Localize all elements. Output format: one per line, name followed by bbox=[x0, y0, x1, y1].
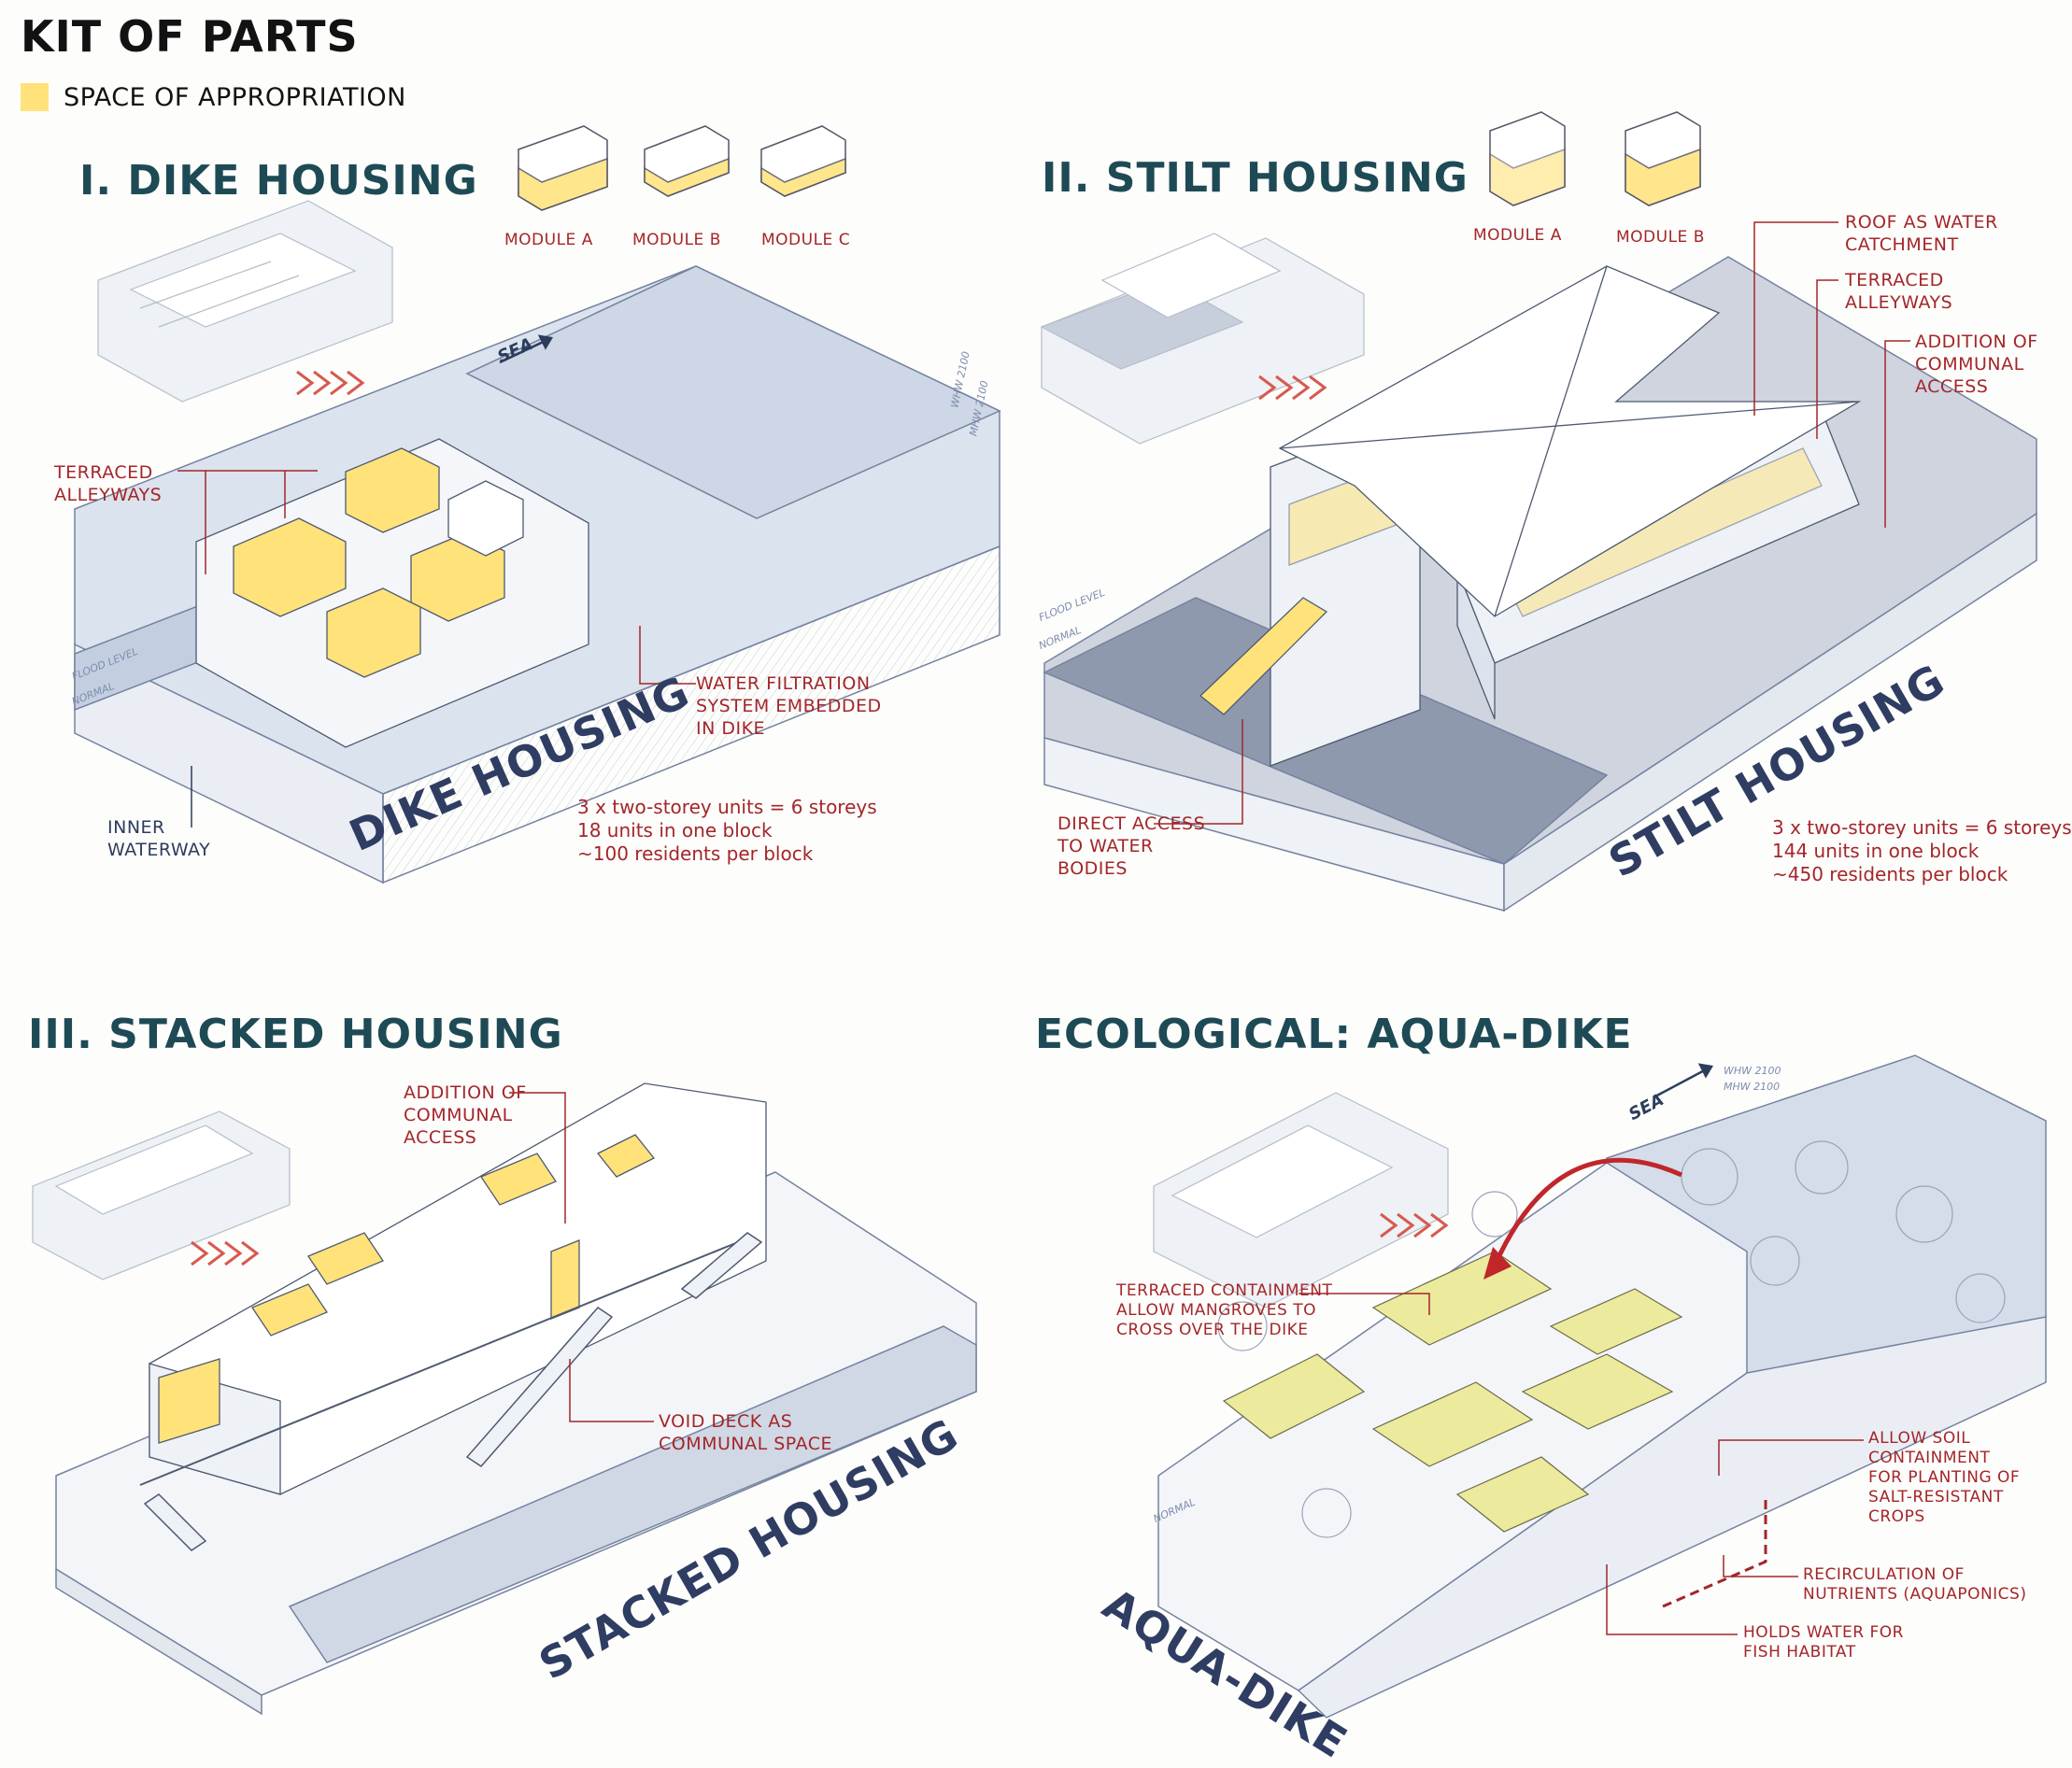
aqua-dashed-pipe bbox=[1662, 1494, 1767, 1608]
heading-aqua-dike: ECOLOGICAL: AQUA-DIKE bbox=[1035, 1011, 1633, 1058]
dike-chevrons bbox=[296, 370, 365, 396]
aqua-leaders bbox=[1299, 1293, 1864, 1635]
dike-module-b-label: MODULE B bbox=[632, 231, 721, 249]
aqua-edge-whw: WHW 2100 bbox=[1724, 1065, 1781, 1077]
dike-sea-arrow bbox=[499, 334, 554, 364]
stacked-dike-slab bbox=[55, 1171, 977, 1716]
stilt-chevrons bbox=[1258, 375, 1327, 401]
stats-stilt-housing: 3 x two-storey units = 6 storeys 144 uni… bbox=[1772, 816, 2072, 885]
heading-stilt-housing: II. STILT HOUSING bbox=[1042, 154, 1469, 202]
callout-stilt-terraced-alleyways: TERRACED ALLEYWAYS bbox=[1845, 270, 1953, 313]
stilt-stair bbox=[1199, 597, 1328, 715]
dike-modules-sketch bbox=[518, 125, 846, 211]
dike-module-a-label: MODULE A bbox=[504, 231, 593, 249]
callout-water-filtration: WATER FILTRATION SYSTEM EMBEDDED IN DIKE bbox=[696, 673, 882, 739]
legend: SPACE OF APPROPRIATION bbox=[21, 80, 406, 114]
dike-module-c-label: MODULE C bbox=[761, 231, 851, 249]
drawing-canvas bbox=[32, 111, 2047, 1718]
aqua-red-arrowhead bbox=[1483, 1247, 1511, 1280]
aqua-red-arrow bbox=[1492, 1157, 1683, 1267]
aqua-sea-arrow bbox=[1653, 1063, 1714, 1099]
callout-fish-habitat: HOLDS WATER FOR FISH HABITAT bbox=[1743, 1623, 1904, 1662]
aqua-planting-cells bbox=[1222, 1251, 1683, 1533]
callout-recirculation-nutrients: RECIRCULATION OF NUTRIENTS (AQUAPONICS) bbox=[1803, 1565, 2027, 1604]
stilt-module-a-label: MODULE A bbox=[1473, 226, 1562, 245]
callout-terraced-containment: TERRACED CONTAINMENT ALLOW MANGROVES TO … bbox=[1116, 1281, 1333, 1339]
dike-keyplan-thumbnail bbox=[97, 200, 393, 403]
stilt-keyplan-thumbnail bbox=[1040, 233, 1365, 445]
stilt-leaders bbox=[1154, 221, 1910, 825]
callout-stacked-communal-access: ADDITION OF COMMUNAL ACCESS bbox=[404, 1082, 527, 1148]
aqua-chevrons bbox=[1380, 1212, 1449, 1238]
callout-inner-waterway: INNER WATERWAY bbox=[107, 817, 211, 860]
stilt-modules-sketch bbox=[1489, 111, 1701, 206]
stacked-leaders bbox=[509, 1092, 654, 1422]
dike-housing-cluster bbox=[195, 438, 589, 748]
heading-dike-housing: I. DIKE HOUSING bbox=[79, 157, 478, 205]
stilt-module-b-label: MODULE B bbox=[1616, 228, 1705, 247]
callout-dike-terraced-alleyways: TERRACED ALLEYWAYS bbox=[54, 462, 163, 505]
aqua-keyplan-thumbnail bbox=[1153, 1092, 1449, 1308]
dike-leaders bbox=[177, 470, 696, 685]
aqua-edge-mhw: MHW 2100 bbox=[1724, 1081, 1781, 1093]
stilt-building bbox=[1270, 265, 1862, 767]
callout-roof-water-catchment: ROOF AS WATER CATCHMENT bbox=[1845, 212, 1998, 255]
legend-label: SPACE OF APPROPRIATION bbox=[64, 82, 406, 112]
stacked-building bbox=[139, 1082, 767, 1495]
stacked-chevrons bbox=[191, 1240, 260, 1266]
appropriation-swatch bbox=[21, 83, 49, 111]
callout-void-deck: VOID DECK AS COMMUNAL SPACE bbox=[659, 1411, 832, 1454]
callout-stilt-communal-access: ADDITION OF COMMUNAL ACCESS bbox=[1915, 332, 2038, 397]
heading-stacked-housing: III. STACKED HOUSING bbox=[28, 1011, 563, 1058]
stacked-stairs bbox=[143, 1232, 763, 1551]
stacked-keyplan-thumbnail bbox=[32, 1110, 291, 1280]
sheet-title: KIT OF PARTS bbox=[21, 11, 359, 62]
callout-soil-containment: ALLOW SOIL CONTAINMENT FOR PLANTING OF S… bbox=[1868, 1429, 2021, 1526]
aqua-mangroves bbox=[1217, 1140, 2006, 1538]
stats-dike-housing: 3 x two-storey units = 6 storeys 18 unit… bbox=[577, 796, 877, 865]
callout-direct-access-water: DIRECT ACCESS TO WATER BODIES bbox=[1057, 813, 1206, 879]
